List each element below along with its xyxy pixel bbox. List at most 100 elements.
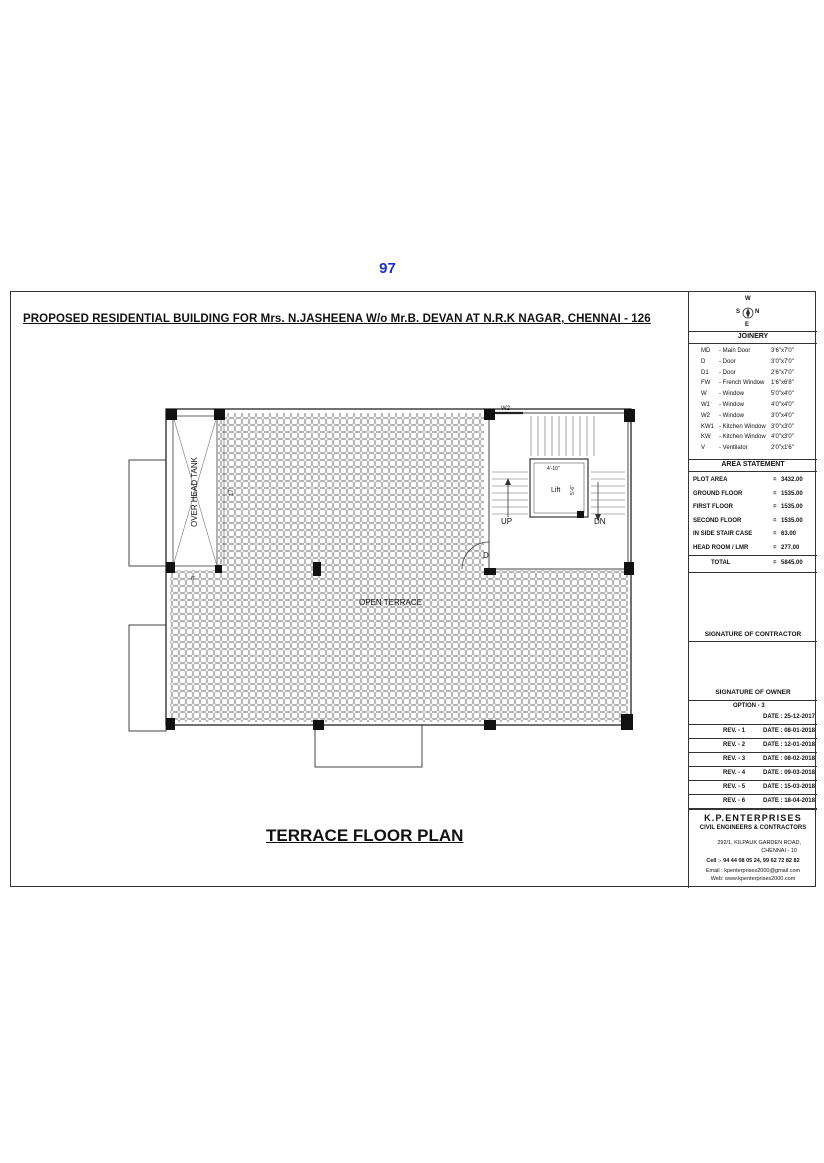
lift-depth-dim: 5'-6" — [570, 485, 576, 495]
lift-width-dim: 4'-10" — [547, 466, 560, 472]
joinery-code: W — [701, 391, 707, 398]
joinery-desc: - Door — [719, 358, 736, 365]
joinery-desc: - Window — [719, 391, 745, 398]
joinery-desc: - French Window — [719, 380, 765, 387]
option-label: OPTION - 3 — [733, 703, 765, 709]
revision-label: REV. - 5 — [723, 784, 746, 790]
area-eq: = — [773, 531, 777, 537]
drawing-sheet: PROPOSED RESIDENTIAL BUILDING FOR Mrs. N… — [10, 291, 817, 888]
area-eq: = — [773, 504, 777, 510]
area-label: HEAD ROOM / LMR — [693, 544, 749, 551]
joinery-row: MD - Main Door 3'6"x7'0" — [701, 348, 815, 357]
plan-title: TERRACE FLOOR PLAN — [266, 826, 464, 845]
area-row: HEAD ROOM / LMR = 277.00 — [693, 545, 813, 555]
area-eq: = — [773, 490, 777, 497]
area-label: IN SIDE STAIR CASE — [693, 531, 753, 537]
stair-treads-left — [492, 471, 528, 515]
joinery-desc: - Window — [719, 412, 745, 419]
area-value: 1535.00 — [781, 504, 803, 510]
area-label: GROUND FLOOR — [693, 490, 743, 497]
area-total-eq: = — [773, 560, 777, 566]
door-label: D — [483, 551, 489, 560]
terrace-tiles-lower — [170, 570, 628, 722]
area-row: IN SIDE STAIR CASE = 63.00 — [693, 531, 813, 541]
joinery-code: W1 — [701, 402, 710, 408]
revision-row: REV. - 2 DATE : 12-01-2018 — [689, 739, 817, 753]
lift-label: Lift — [551, 487, 560, 494]
joinery-code: W2 — [701, 412, 710, 419]
joinery-code: FW — [701, 380, 711, 387]
firm-address-2: CHENNAI - 10 — [761, 848, 797, 854]
joinery-desc: - Kitchen Window — [719, 434, 766, 441]
firm-address-1: 292/1, KILPAUK GARDEN ROAD, — [717, 840, 801, 846]
compass-icon: W S N E — [733, 296, 763, 330]
joinery-size: 3'6"x7'0" — [771, 348, 794, 354]
area-total-value: 5845.00 — [781, 560, 803, 566]
compass-s: S — [736, 309, 741, 315]
area-value: 277.00 — [781, 544, 800, 551]
area-statement-heading: AREA STATEMENT — [721, 461, 785, 468]
side-projection-upper — [128, 459, 167, 567]
firm-email: Email : kpenterprises2000@gmail.com — [705, 868, 801, 874]
joinery-code: KW — [701, 434, 711, 441]
joinery-code: D1 — [701, 369, 709, 376]
area-eq: = — [773, 544, 777, 551]
dim-17: 17' — [229, 488, 235, 496]
joinery-size: 3'0"x3'0" — [771, 423, 794, 430]
joinery-size: 3'0"x4'0" — [771, 412, 794, 419]
joinery-desc: - Window — [719, 402, 745, 408]
stair-treads-top — [530, 416, 595, 456]
area-total-label: TOTAL — [711, 560, 731, 566]
revision-row: REV. - 1 DATE : 08-01-2018 — [689, 725, 817, 739]
joinery-code: KW1 — [701, 423, 715, 430]
compass-w: W — [745, 296, 751, 302]
area-eq: = — [773, 477, 777, 483]
compass-e: E — [745, 322, 750, 328]
dim-6: 6' — [191, 576, 195, 582]
revision-label: REV. - 1 — [723, 728, 746, 734]
lift-shaft — [529, 458, 589, 518]
option-row: OPTION - 3 — [689, 701, 817, 714]
joinery-code: MD — [701, 348, 711, 354]
area-value: 3432.00 — [781, 477, 803, 483]
revision-date: DATE : 08-01-2018 — [763, 728, 815, 734]
area-label: PLOT AREA — [693, 477, 728, 483]
revision-row: REV. - 5 DATE : 15-03-2018 — [689, 781, 817, 795]
dn-label: DN — [594, 517, 606, 526]
revision-label: REV. - 6 — [723, 798, 746, 804]
area-value: 63.00 — [781, 531, 797, 537]
door-swing — [461, 541, 490, 570]
area-value: 1535.00 — [781, 490, 803, 497]
firm-web: Web: www.kpenterprises2000.com — [710, 876, 796, 882]
joinery-row: KW1 - Kitchen Window 3'0"x3'0" — [701, 424, 815, 433]
area-label: FIRST FLOOR — [693, 504, 733, 510]
drawing-title: PROPOSED RESIDENTIAL BUILDING FOR Mrs. N… — [23, 313, 651, 325]
firm-subtitle: CIVIL ENGINEERS & CONTRACTORS — [699, 825, 807, 831]
joinery-desc: - Kitchen Window — [719, 423, 766, 430]
joinery-size: 4'0"x4'0" — [771, 402, 794, 408]
joinery-desc: - Main Door — [719, 348, 751, 354]
revision-label: REV. - 3 — [723, 756, 746, 762]
area-eq: = — [773, 517, 777, 524]
area-row: FIRST FLOOR = 1535.00 — [693, 504, 813, 514]
revision-label: REV. - 2 — [723, 742, 746, 748]
revision-date: DATE : 12-01-2018 — [763, 742, 815, 748]
joinery-row: W - Window 5'0"x4'0" — [701, 391, 815, 400]
area-label: SECOND FLOOR — [693, 517, 742, 524]
compass-n: N — [755, 309, 760, 315]
window-w2-label: W2 — [501, 406, 511, 412]
joinery-size: 1'6"x6'8" — [771, 380, 794, 387]
option-date: DATE : 25-12-2017 — [763, 714, 815, 720]
joinery-row: W1 - Window 4'0"x4'0" — [701, 402, 815, 411]
joinery-size: 5'0"x4'0" — [771, 391, 794, 398]
joinery-row: W2 - Window 3'0"x4'0" — [701, 413, 815, 422]
area-row: GROUND FLOOR = 1535.00 — [693, 491, 813, 501]
revision-date: DATE : 15-03-2018 — [763, 784, 815, 790]
